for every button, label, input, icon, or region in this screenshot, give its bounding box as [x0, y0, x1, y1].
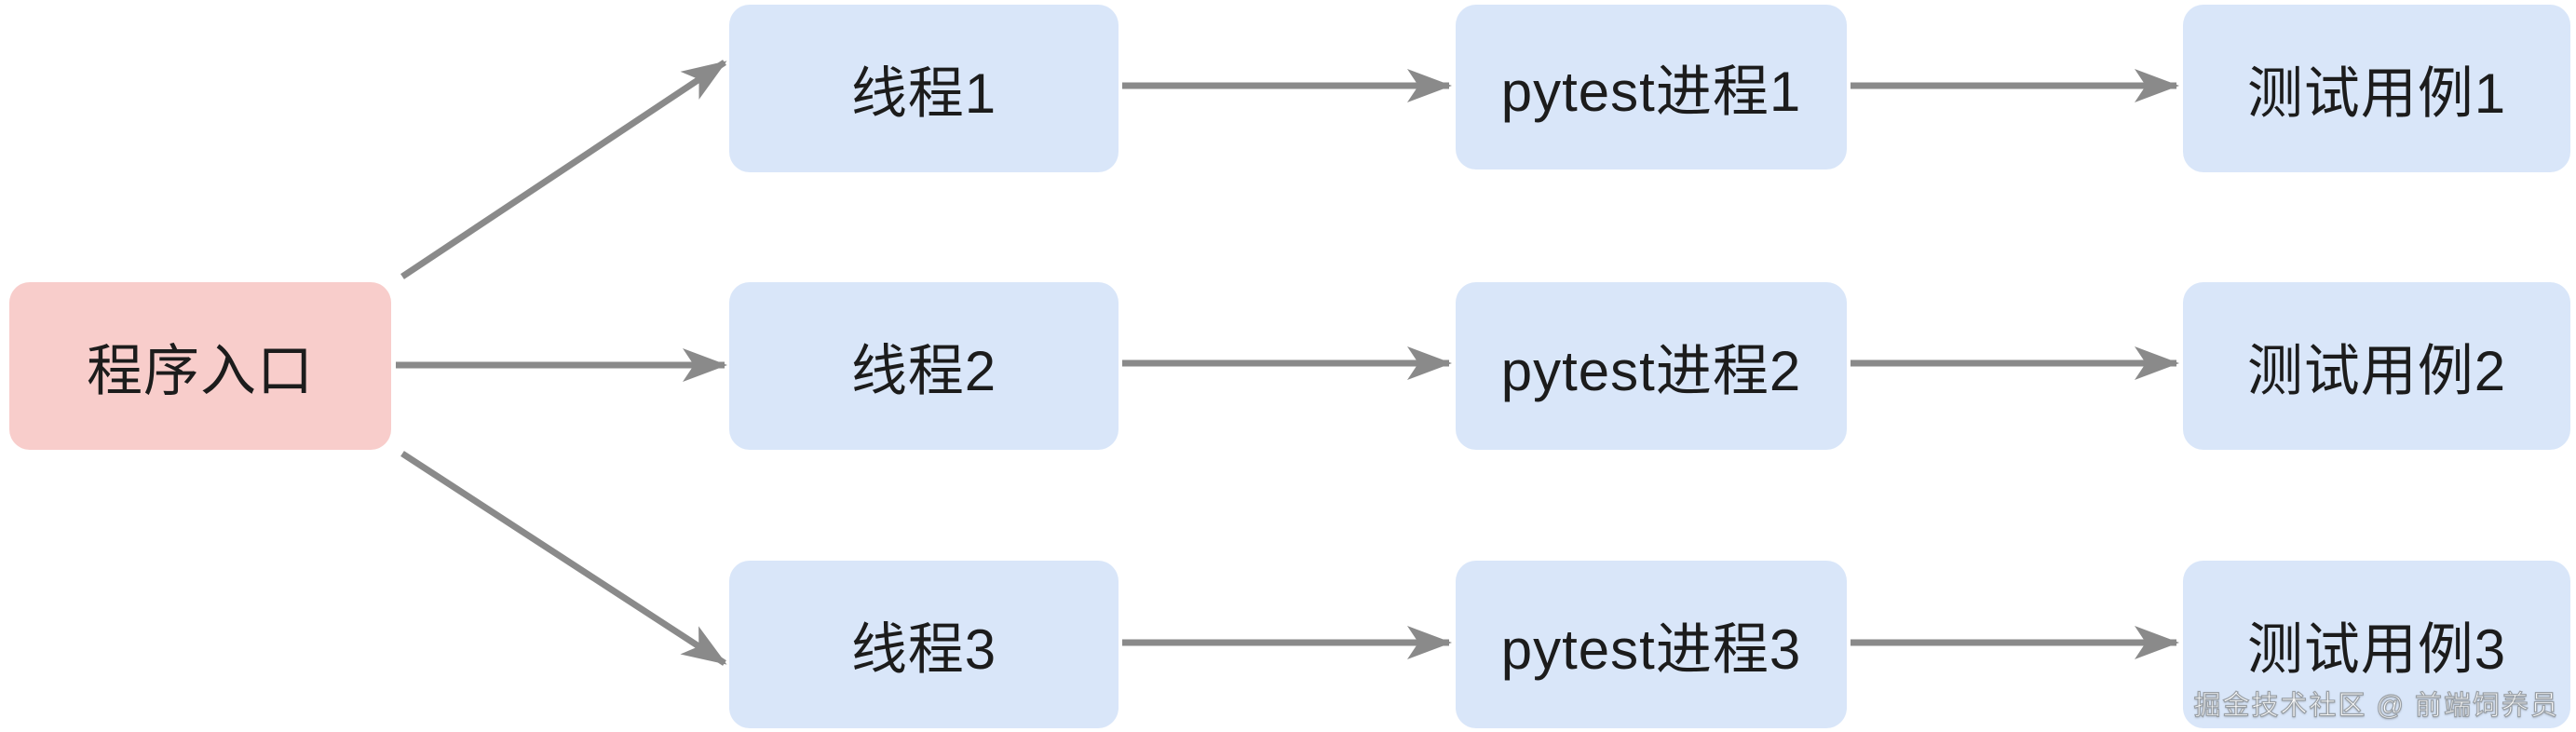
arrow-entry-to-thread1: [400, 60, 727, 279]
node-testcase-3: 测试用例3: [2183, 561, 2570, 728]
node-program-entry: 程序入口: [9, 282, 391, 450]
node-thread-2: 线程2: [729, 282, 1119, 450]
node-testcase-2: 测试用例2: [2183, 282, 2570, 450]
node-pytest-process-3: pytest进程3: [1456, 561, 1847, 728]
node-thread-3: 线程3: [729, 561, 1119, 728]
arrow-entry-to-thread3: [400, 451, 727, 666]
node-testcase-1: 测试用例1: [2183, 5, 2570, 172]
node-thread-1: 线程1: [729, 5, 1119, 172]
juejin-watermark: 掘金技术社区 @ 前端饲养员: [2193, 690, 2559, 721]
node-pytest-process-2: pytest进程2: [1456, 282, 1847, 450]
node-pytest-process-1: pytest进程1: [1456, 5, 1847, 169]
